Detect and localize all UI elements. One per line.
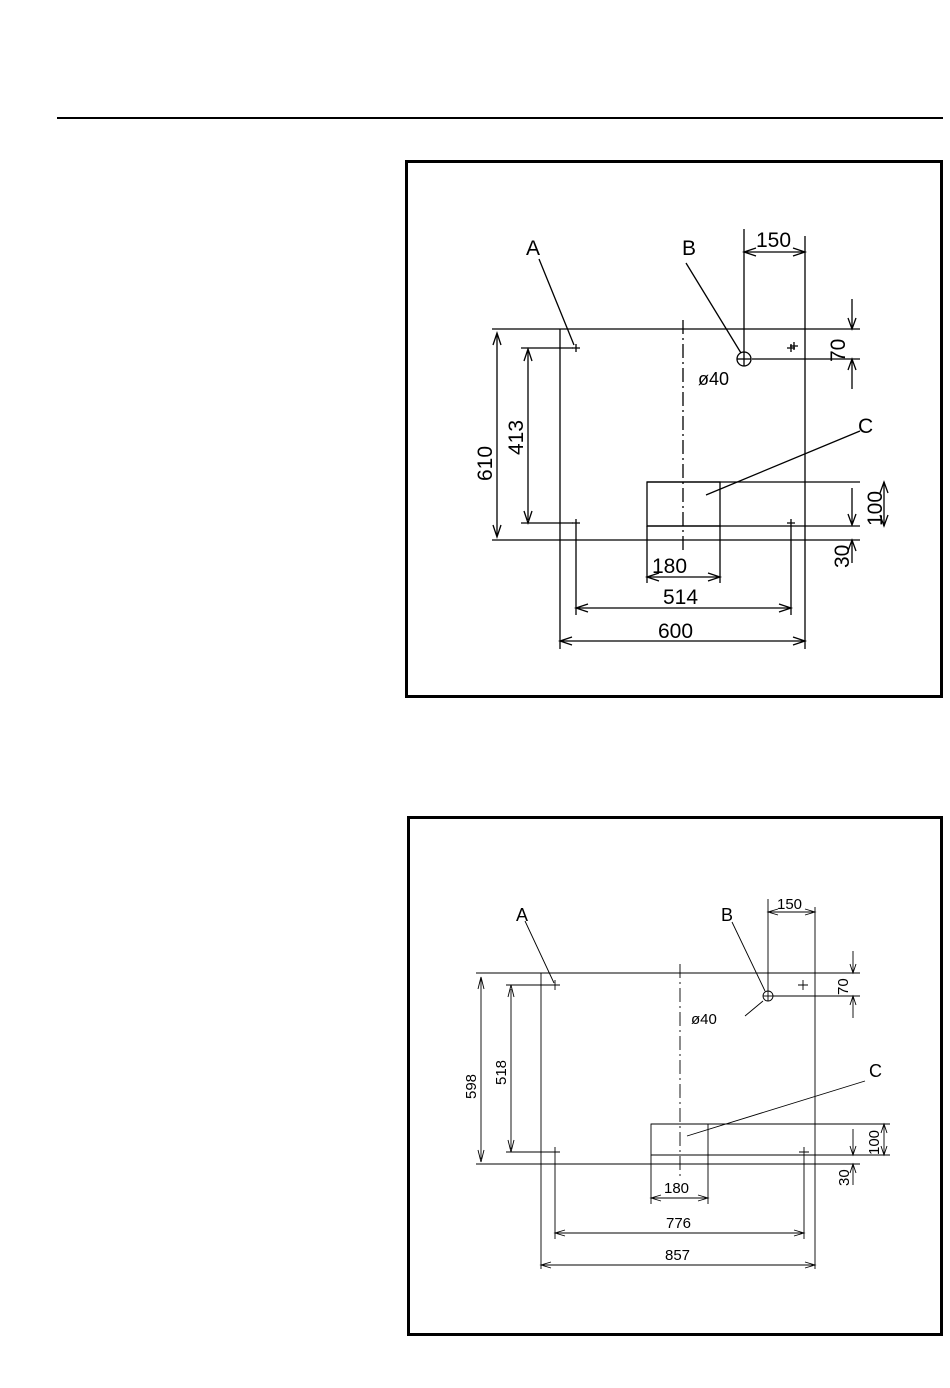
diagram-bottom-svg: A B C 150 ø40 180 776 857 70 100 30 518 … [410, 819, 940, 1333]
leader-b [732, 922, 765, 991]
dim-857: 857 [665, 1247, 690, 1264]
dim-70: 70 [827, 339, 850, 362]
label-a: A [516, 905, 528, 925]
fixing-cross-top-left [572, 344, 580, 352]
label-a: A [526, 237, 540, 260]
dim-100: 100 [866, 1130, 883, 1155]
installation-diagram-bottom: A B C 150 ø40 180 776 857 70 100 30 518 … [407, 816, 943, 1336]
diagram-top-svg: A B C 150 ø40 180 514 600 70 100 30 413 … [408, 163, 940, 695]
dim-d40: ø40 [691, 1011, 717, 1028]
dim-100: 100 [864, 491, 887, 526]
leader-c [687, 1081, 865, 1136]
dim-518: 518 [493, 1060, 510, 1085]
dim-598: 598 [463, 1074, 480, 1099]
hole-b-dim-arrow [745, 1001, 763, 1016]
leader-a [539, 259, 574, 345]
dim-776: 776 [666, 1215, 691, 1232]
dim-610: 610 [474, 446, 497, 481]
label-b: B [682, 237, 696, 260]
leader-b [686, 263, 741, 353]
dim-150: 150 [756, 229, 791, 252]
dim-180: 180 [664, 1180, 689, 1197]
fixing-cross-bottom-left [550, 1147, 560, 1157]
dim-d40: ø40 [698, 369, 729, 389]
dim-150: 150 [777, 896, 802, 913]
area-c-rect [651, 1124, 708, 1155]
dim-70: 70 [835, 978, 852, 995]
label-b: B [721, 905, 733, 925]
dim-413: 413 [505, 420, 528, 455]
installation-diagram-top: A B C 150 ø40 180 514 600 70 100 30 413 … [405, 160, 943, 698]
fixing-cross-bottom-left [572, 519, 580, 527]
header-rule [57, 117, 943, 119]
dim-600: 600 [658, 620, 693, 643]
dim-30: 30 [836, 1169, 853, 1186]
leader-c [706, 431, 860, 495]
fixing-cross-top-left [550, 980, 560, 990]
fixing-cross-bottom-right [799, 1147, 809, 1157]
cross-near-b [798, 980, 808, 990]
dim-514: 514 [663, 586, 698, 609]
dim-180: 180 [652, 555, 687, 578]
label-c: C [858, 415, 873, 438]
label-c: C [869, 1061, 882, 1081]
dim-30: 30 [831, 545, 854, 568]
leader-a [525, 921, 554, 983]
